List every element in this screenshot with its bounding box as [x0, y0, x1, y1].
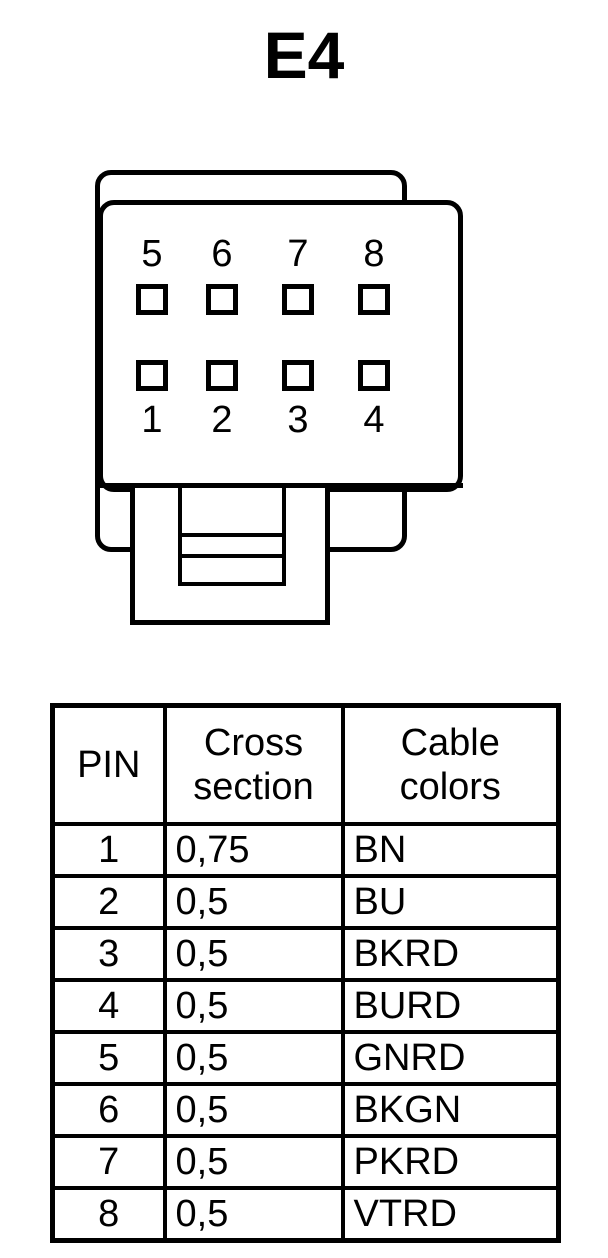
pin-number-label: 6 [211, 233, 233, 275]
connector-pin-3: 3 [258, 360, 338, 440]
cell-cross-section: 0,5 [162, 978, 345, 1034]
cell-pin: 3 [50, 926, 167, 982]
column-header-pin: PIN [50, 703, 167, 826]
table-row: 4 0,5 BURD [50, 978, 561, 1034]
pin-number-label: 5 [141, 233, 163, 275]
pin-number-label: 4 [363, 399, 385, 441]
table-row: 8 0,5 VTRD [50, 1186, 561, 1243]
cell-cross-section: 0,5 [162, 1082, 345, 1138]
connector-pin-4: 4 [334, 360, 414, 440]
cell-cable-color: VTRD [340, 1186, 561, 1243]
connector-diagram: 5 6 7 8 1 2 3 4 [95, 170, 463, 625]
connector-pin-1: 1 [112, 360, 192, 440]
connector-pin-6: 6 [182, 234, 262, 315]
page-title: E4 [263, 18, 345, 92]
column-header-color-line2: colors [399, 766, 501, 808]
pin-socket-square [206, 360, 238, 391]
pin-socket-square [358, 284, 390, 315]
connector-latch-rib [178, 554, 286, 558]
cell-pin: 4 [50, 978, 167, 1034]
column-header-cross-section: Cross section [162, 703, 345, 826]
cell-cable-color: BURD [340, 978, 561, 1034]
cell-cable-color: PKRD [340, 1134, 561, 1190]
table-row: 7 0,5 PKRD [50, 1134, 561, 1190]
pin-number-label: 1 [141, 399, 163, 441]
column-header-cross-line2: section [193, 766, 314, 808]
cell-pin: 1 [50, 822, 167, 878]
pin-socket-square [282, 360, 314, 391]
connector-front-body [98, 200, 463, 492]
column-header-pin-line1: PIN [77, 744, 141, 786]
cell-cable-color: BKGN [340, 1082, 561, 1138]
pin-number-label: 3 [287, 399, 309, 441]
connector-pin-7: 7 [258, 234, 338, 315]
cell-pin: 6 [50, 1082, 167, 1138]
pin-number-label: 2 [211, 399, 233, 441]
cell-cross-section: 0,5 [162, 926, 345, 982]
cell-pin: 8 [50, 1186, 167, 1243]
table-row: 5 0,5 GNRD [50, 1030, 561, 1086]
cell-pin: 7 [50, 1134, 167, 1190]
connector-latch-rib [178, 533, 286, 537]
pin-number-label: 7 [287, 233, 309, 275]
pin-socket-square [136, 360, 168, 391]
cell-cable-color: BN [340, 822, 561, 878]
connector-pin-2: 2 [182, 360, 262, 440]
table-header-row: PIN Cross section Cable colors [50, 703, 561, 826]
connector-pin-grid: 5 6 7 8 1 2 3 4 [98, 200, 463, 492]
pin-socket-square [206, 284, 238, 315]
column-header-cable-colors: Cable colors [340, 703, 561, 826]
column-header-color-line1: Cable [400, 722, 500, 764]
pin-socket-square [358, 360, 390, 391]
cell-cable-color: BU [340, 874, 561, 930]
cell-cable-color: BKRD [340, 926, 561, 982]
connector-pin-8: 8 [334, 234, 414, 315]
pin-socket-square [282, 284, 314, 315]
cell-cross-section: 0,5 [162, 1030, 345, 1086]
cell-cross-section: 0,5 [162, 1134, 345, 1190]
cell-cross-section: 0,5 [162, 1186, 345, 1243]
table-row: 2 0,5 BU [50, 874, 561, 930]
connector-body-bottom-edge [98, 483, 463, 488]
cell-pin: 5 [50, 1030, 167, 1086]
connector-pin-5: 5 [112, 234, 192, 315]
column-header-cross-line1: Cross [203, 722, 304, 764]
cell-pin: 2 [50, 874, 167, 930]
cell-cross-section: 0,75 [162, 822, 345, 878]
table-row: 3 0,5 BKRD [50, 926, 561, 982]
cell-cable-color: GNRD [340, 1030, 561, 1086]
table-row: 6 0,5 BKGN [50, 1082, 561, 1138]
cell-cross-section: 0,5 [162, 874, 345, 930]
pin-socket-square [136, 284, 168, 315]
pin-number-label: 8 [363, 233, 385, 275]
pin-assignment-table: PIN Cross section Cable colors 1 0,75 BN… [50, 703, 561, 1243]
table-row: 1 0,75 BN [50, 822, 561, 878]
